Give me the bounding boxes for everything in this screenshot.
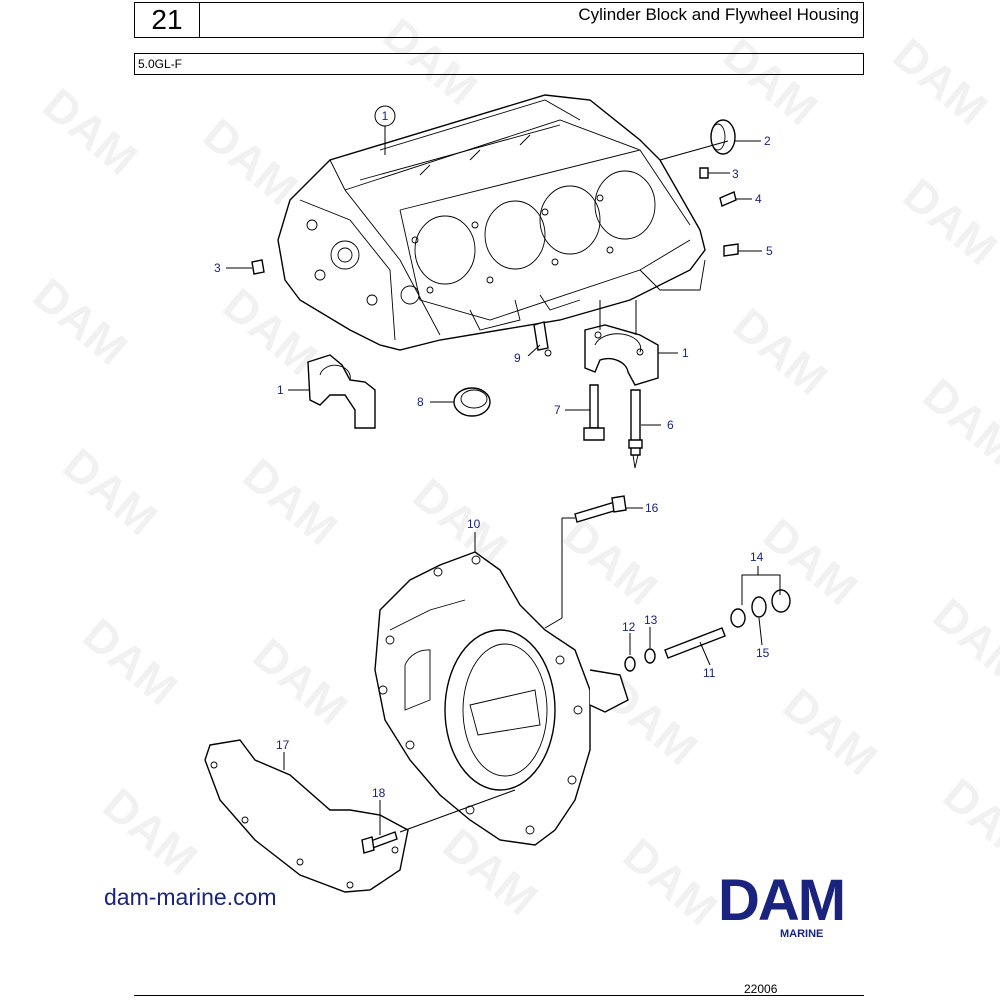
cover-bolt bbox=[361, 831, 398, 854]
watermark: DAM bbox=[234, 448, 348, 555]
watermark: DAM bbox=[914, 368, 1000, 475]
leader-lines bbox=[226, 126, 781, 835]
bearing-cap-stud bbox=[628, 389, 643, 469]
cylinder-block bbox=[277, 94, 706, 351]
small-plug-parts bbox=[251, 167, 739, 357]
watermark: DAM bbox=[924, 588, 1000, 695]
drawing-code: 22006 bbox=[744, 982, 778, 996]
main-bearing-cap-right bbox=[584, 324, 659, 386]
callout-8: 8 bbox=[417, 395, 424, 409]
callout-14: 14 bbox=[750, 550, 764, 564]
watermark: DAM bbox=[754, 508, 868, 615]
logo-subtext: MARINE bbox=[780, 928, 824, 940]
housing-bolt bbox=[574, 495, 627, 523]
watermark: DAM bbox=[54, 438, 168, 545]
watermark: DAM bbox=[374, 8, 488, 115]
callout-circle bbox=[374, 105, 396, 127]
page-title: Cylinder Block and Flywheel Housing bbox=[578, 5, 859, 24]
watermark: DAM bbox=[24, 268, 138, 375]
stud-washers-nuts bbox=[624, 589, 791, 672]
expansion-plug-rear bbox=[710, 119, 736, 155]
logo-text: DAM bbox=[718, 868, 844, 933]
callout-2: 2 bbox=[764, 134, 771, 148]
watermark: DAM bbox=[34, 78, 148, 185]
callout-1: 1 bbox=[682, 346, 689, 360]
header-box: 21 Cylinder Block and Flywheel Housing bbox=[134, 2, 864, 38]
callout-3: 3 bbox=[214, 261, 221, 275]
callout-5: 5 bbox=[766, 244, 773, 258]
page-number: 21 bbox=[135, 3, 200, 37]
dam-logo: DAM bbox=[718, 868, 846, 933]
watermark: DAM bbox=[934, 768, 1000, 875]
callout-9: 9 bbox=[514, 351, 521, 365]
cover-plate bbox=[204, 739, 409, 893]
watermark: DAM bbox=[74, 608, 188, 715]
watermark: DAM bbox=[724, 298, 838, 405]
callout-13: 13 bbox=[644, 613, 658, 627]
callout-7: 7 bbox=[554, 403, 561, 417]
callout-labels: 1 2 3 4 5 3 1 9 1 8 7 6 16 10 14 12 13 1… bbox=[214, 105, 773, 800]
watermark: DAM bbox=[714, 28, 828, 135]
callout-1: 1 bbox=[277, 383, 284, 397]
watermark: DAM bbox=[884, 28, 998, 135]
callout-4: 4 bbox=[755, 192, 762, 206]
callout-17: 17 bbox=[276, 738, 290, 752]
callout-16: 16 bbox=[645, 501, 659, 515]
callout-1: 1 bbox=[382, 109, 389, 123]
main-bearing-cap-left bbox=[307, 354, 376, 429]
callout-3: 3 bbox=[732, 167, 739, 181]
bearing-cap-bolt bbox=[583, 384, 605, 441]
callout-12: 12 bbox=[622, 620, 636, 634]
watermark: DAM bbox=[894, 168, 1000, 275]
callout-15: 15 bbox=[756, 646, 770, 660]
watermark: DAM bbox=[94, 778, 208, 885]
website-link[interactable]: dam-marine.com bbox=[104, 884, 277, 910]
model-label: 5.0GL-F bbox=[134, 53, 864, 75]
callout-18: 18 bbox=[372, 786, 386, 800]
callout-6: 6 bbox=[667, 418, 674, 432]
footer-rule bbox=[134, 995, 864, 996]
callout-10: 10 bbox=[467, 517, 481, 531]
callout-11: 11 bbox=[703, 666, 716, 680]
watermark: DAM bbox=[774, 678, 888, 785]
flywheel-housing bbox=[374, 551, 629, 846]
core-plug bbox=[453, 387, 491, 417]
watermark: DAM bbox=[614, 828, 728, 935]
watermark: DAM bbox=[244, 628, 358, 735]
watermark: DAM bbox=[554, 508, 668, 615]
